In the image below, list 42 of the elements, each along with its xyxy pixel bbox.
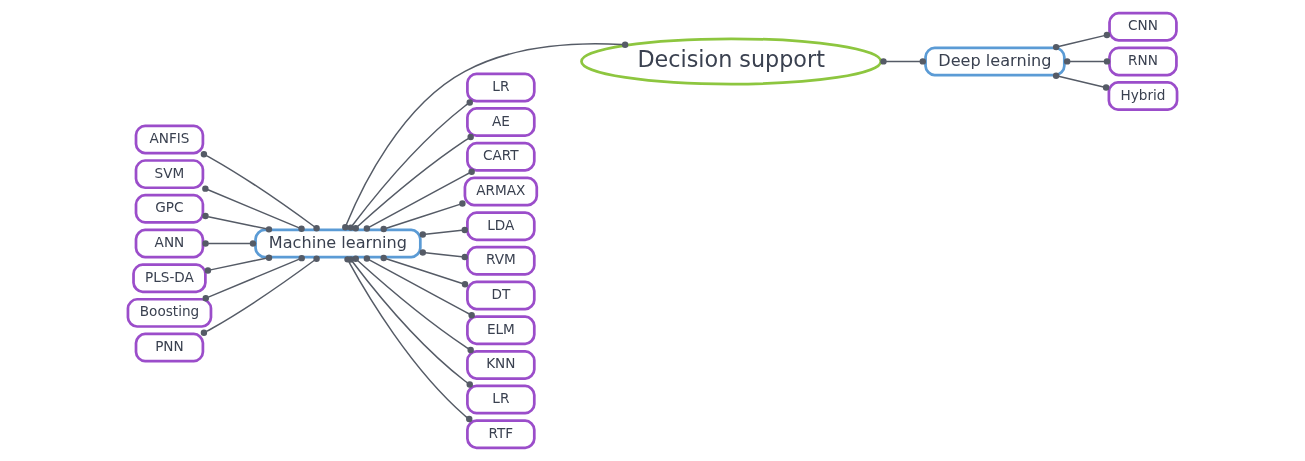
connector bbox=[204, 254, 273, 274]
node-box: GPC bbox=[134, 193, 205, 224]
connector bbox=[419, 249, 468, 261]
connector bbox=[1052, 72, 1110, 91]
node-box: ARMAX bbox=[463, 176, 539, 207]
node-box: ELM bbox=[466, 315, 536, 346]
connector bbox=[1063, 58, 1111, 65]
node-box: SVM bbox=[134, 159, 205, 190]
connector bbox=[342, 41, 629, 231]
connector bbox=[380, 254, 469, 288]
node-ellipse: Decision support bbox=[580, 37, 883, 86]
node-box: LDA bbox=[466, 211, 536, 242]
connector bbox=[347, 99, 473, 231]
node-box: AE bbox=[466, 107, 536, 138]
connector bbox=[1052, 31, 1111, 51]
node-box: DT bbox=[466, 280, 536, 311]
node-box: CART bbox=[466, 141, 536, 172]
node-box: RVM bbox=[466, 245, 536, 276]
connector bbox=[200, 151, 320, 232]
connector bbox=[202, 254, 305, 302]
connector bbox=[352, 255, 474, 354]
connector bbox=[380, 200, 466, 233]
node-box: KNN bbox=[466, 349, 536, 380]
node-box: CNN bbox=[1108, 11, 1178, 42]
node-box: PNN bbox=[134, 332, 205, 363]
connector bbox=[202, 185, 305, 233]
connector bbox=[352, 133, 474, 232]
connector bbox=[880, 58, 927, 65]
node-box: Hybrid bbox=[1107, 81, 1179, 112]
connector bbox=[363, 168, 475, 232]
node-box: PLS-DA bbox=[132, 263, 207, 294]
node-box: RTF bbox=[466, 419, 536, 450]
connector bbox=[202, 240, 257, 247]
node-box: LR bbox=[466, 72, 536, 103]
connector bbox=[419, 226, 468, 238]
node-box: ANN bbox=[134, 228, 205, 259]
node-box: LR bbox=[466, 384, 536, 415]
connector bbox=[202, 212, 273, 233]
connector bbox=[200, 255, 320, 336]
node-box: ANFIS bbox=[134, 124, 205, 155]
node-box: RNN bbox=[1108, 46, 1178, 77]
connector bbox=[363, 255, 475, 319]
